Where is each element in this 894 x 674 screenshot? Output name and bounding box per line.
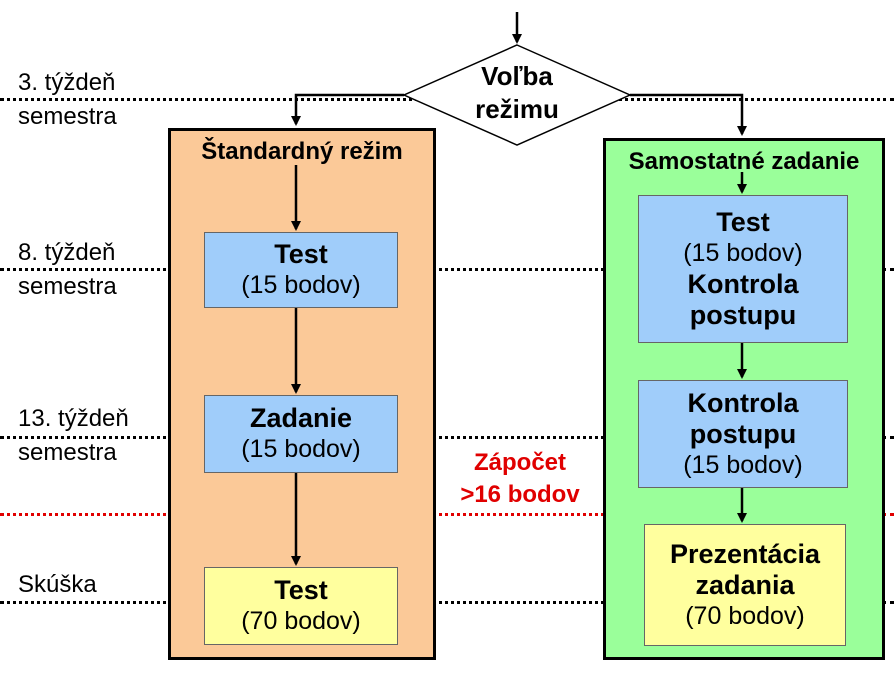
exam-line	[0, 601, 894, 604]
independent-mode-title: Samostatné zadanie	[628, 148, 860, 175]
week-13-line	[0, 436, 894, 439]
week-8-line1: 8. týždeň	[18, 239, 116, 266]
independent-step3-title2: zadania	[695, 569, 795, 600]
decision-label: Voľba režimu	[437, 60, 597, 126]
exam-label: Skúška	[18, 568, 97, 602]
week-3-line1: 3. týždeň	[18, 69, 116, 96]
credit-line1: Zápočet	[473, 449, 566, 476]
independent-step2-points: (15 bodov)	[683, 450, 803, 479]
standard-step-test-title: Test	[274, 239, 328, 269]
week-8-line	[0, 268, 894, 271]
standard-step-test: Test (15 bodov)	[204, 232, 398, 308]
standard-step-test-points: (15 bodov)	[241, 271, 361, 299]
week-3-line2: semestra	[18, 103, 117, 130]
decision-line1: Voľba	[481, 61, 553, 91]
standard-step-assignment-points: (15 bodov)	[241, 435, 361, 463]
standard-step-final-test: Test (70 bodov)	[204, 567, 398, 645]
standard-step-assignment-title: Zadanie	[249, 403, 353, 433]
credit-threshold-line	[0, 513, 894, 516]
decision-line2: režimu	[475, 94, 559, 124]
standard-branch-arrow	[291, 93, 404, 126]
independent-step3-title: Prezentácia	[669, 538, 821, 569]
week-13-line1: 13. týždeň	[18, 405, 129, 432]
credit-label: Zápočet >16 bodov	[420, 447, 620, 511]
independent-step-test-review: Test (15 bodov) Kontrola postupu	[638, 195, 848, 343]
independent-step2-title2: postupu	[689, 418, 797, 449]
standard-mode-title: Štandardný režim	[201, 138, 403, 165]
exam-line1: Skúška	[18, 571, 97, 598]
week-8-line2: semestra	[18, 273, 117, 300]
independent-branch-arrow	[630, 93, 747, 136]
standard-step-final-test-points: (70 bodov)	[241, 607, 361, 635]
independent-step1-title2: Kontrola	[687, 269, 799, 299]
week-13-line2: semestra	[18, 439, 117, 466]
independent-step-progress-review: Kontrola postupu (15 bodov)	[638, 380, 848, 488]
standard-step-final-test-title: Test	[274, 575, 328, 605]
independent-step1-title3: postupu	[689, 300, 797, 330]
independent-step1-points: (15 bodov)	[683, 239, 803, 267]
standard-step-assignment: Zadanie (15 bodov)	[204, 395, 398, 473]
decision-diamond	[402, 44, 632, 146]
week-8-label: 8. týždeň semestra	[18, 236, 117, 304]
independent-step2-title: Kontrola	[687, 387, 799, 418]
week-3-label: 3. týždeň semestra	[18, 66, 117, 134]
independent-step-presentation: Prezentácia zadania (70 bodov)	[644, 524, 846, 646]
week-13-label: 13. týždeň semestra	[18, 402, 129, 470]
independent-step3-points: (70 bodov)	[685, 601, 805, 630]
credit-line2: >16 bodov	[460, 481, 580, 508]
independent-step1-title: Test	[716, 207, 770, 237]
